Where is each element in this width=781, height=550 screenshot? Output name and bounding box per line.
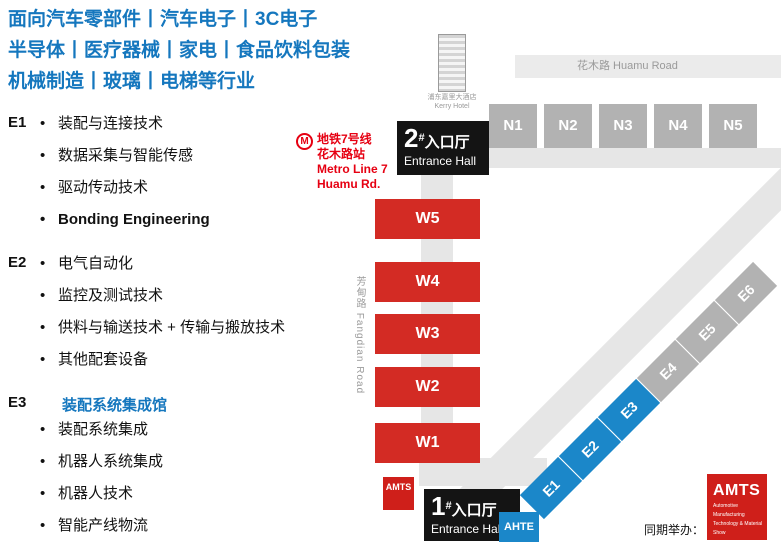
list-item: 装配与连接技术 <box>36 108 348 140</box>
industries-line-3: 机械制造丨玻璃丨电梯等行业 <box>8 71 256 92</box>
list-item: 供料与输送技术 + 传输与搬放技术 <box>36 312 348 344</box>
kerry-hotel-building-icon <box>438 34 466 92</box>
list-item: 监控及测试技术 <box>36 280 348 312</box>
kerry-hotel-cn: 浦东嘉里大酒店 <box>427 94 477 101</box>
industries-line-1: 面向汽车零部件丨汽车电子丨3C电子 <box>8 9 318 30</box>
amts-sub-2: Manufacturing <box>713 512 745 518</box>
hall-w5: W5 <box>375 199 480 239</box>
entrance-2-hash: # <box>418 132 425 144</box>
north-corridor <box>489 148 781 168</box>
amts-logo-large: AMTS Automotive Manufacturing Technology… <box>707 474 767 540</box>
list-item: Bonding Engineering <box>36 204 348 236</box>
amts-sub-4: Show <box>713 530 726 536</box>
concurrent-label: 同期举办： <box>644 523 705 537</box>
hall-n4: N4 <box>654 104 702 148</box>
amts-sub-3: Technology & Material <box>713 521 763 527</box>
entrance-2-en: Entrance Hall <box>404 154 477 168</box>
hall-n3: N3 <box>599 104 647 148</box>
corridor-connector <box>421 239 453 262</box>
section-label-e3: E3 <box>8 394 27 411</box>
corridor-connector <box>421 354 453 367</box>
kerry-hotel-label: 浦东嘉里大酒店 Kerry Hotel <box>408 93 496 111</box>
list-item: 机器人技术 <box>36 478 348 510</box>
entrance-1-en: Entrance Hall <box>431 522 504 536</box>
section-label-e1: E1 <box>8 114 27 131</box>
hall-n2: N2 <box>544 104 592 148</box>
hall-w2: W2 <box>375 367 480 407</box>
list-item: 智能产线物流 <box>36 510 348 542</box>
section-label-e2: E2 <box>8 254 27 271</box>
ahte-logo: AHTE <box>499 512 539 542</box>
list-item: 其他配套设备 <box>36 344 348 376</box>
amts-title: AMTS <box>713 482 761 499</box>
hall-w3: W3 <box>375 314 480 354</box>
industries-header: 面向汽车零部件丨汽车电子丨3C电子 半导体丨医疗器械丨家电丨食品饮料包装 机械制… <box>8 4 350 97</box>
list-item: 数据采集与智能传感 <box>36 140 348 172</box>
kerry-hotel-en: Kerry Hotel <box>434 103 470 110</box>
hall-w4: W4 <box>375 262 480 302</box>
amts-sub-1: Automotive <box>713 503 739 509</box>
entrance-hall-2: 2#入口厅 Entrance Hall <box>397 121 489 175</box>
industries-line-2: 半导体丨医疗器械丨家电丨食品饮料包装 <box>8 40 351 61</box>
section-list-e1: 装配与连接技术 数据采集与智能传感 驱动传动技术 Bonding Enginee… <box>36 108 348 236</box>
section-list-e3: 装配系统集成 机器人系统集成 机器人技术 智能产线物流 <box>36 414 348 542</box>
corridor-connector <box>421 302 453 314</box>
hall-n1: N1 <box>489 104 537 148</box>
entrance-1-hash: # <box>445 500 452 512</box>
list-item: 电气自动化 <box>36 248 348 280</box>
entrance-2-cn: 入口厅 <box>424 134 470 151</box>
hall-n5: N5 <box>709 104 757 148</box>
list-item: 机器人系统集成 <box>36 446 348 478</box>
amts-logo-small: AMTS <box>383 477 414 510</box>
list-item: 驱动传动技术 <box>36 172 348 204</box>
amts-small-title: AMTS <box>385 482 412 492</box>
hall-w1: W1 <box>375 423 480 463</box>
entrance-hall-1: 1#入口厅 Entrance Hall <box>424 489 520 541</box>
list-item: 装配系统集成 <box>36 414 348 446</box>
corridor-connector <box>421 407 453 423</box>
corridor-connector <box>421 175 453 200</box>
huamu-road-label: 花木路 Huamu Road <box>515 55 781 78</box>
section-heading-e3: 装配系统集成馆 <box>62 397 168 414</box>
section-list-e2: 电气自动化 监控及测试技术 供料与输送技术 + 传输与搬放技术 其他配套设备 <box>36 248 348 376</box>
entrance-2-number: 2 <box>404 123 419 153</box>
fangdian-road-label: 芳甸路 Fangdian Road <box>354 276 365 395</box>
entrance-1-number: 1 <box>431 491 446 521</box>
entrance-1-cn: 入口厅 <box>451 502 497 519</box>
